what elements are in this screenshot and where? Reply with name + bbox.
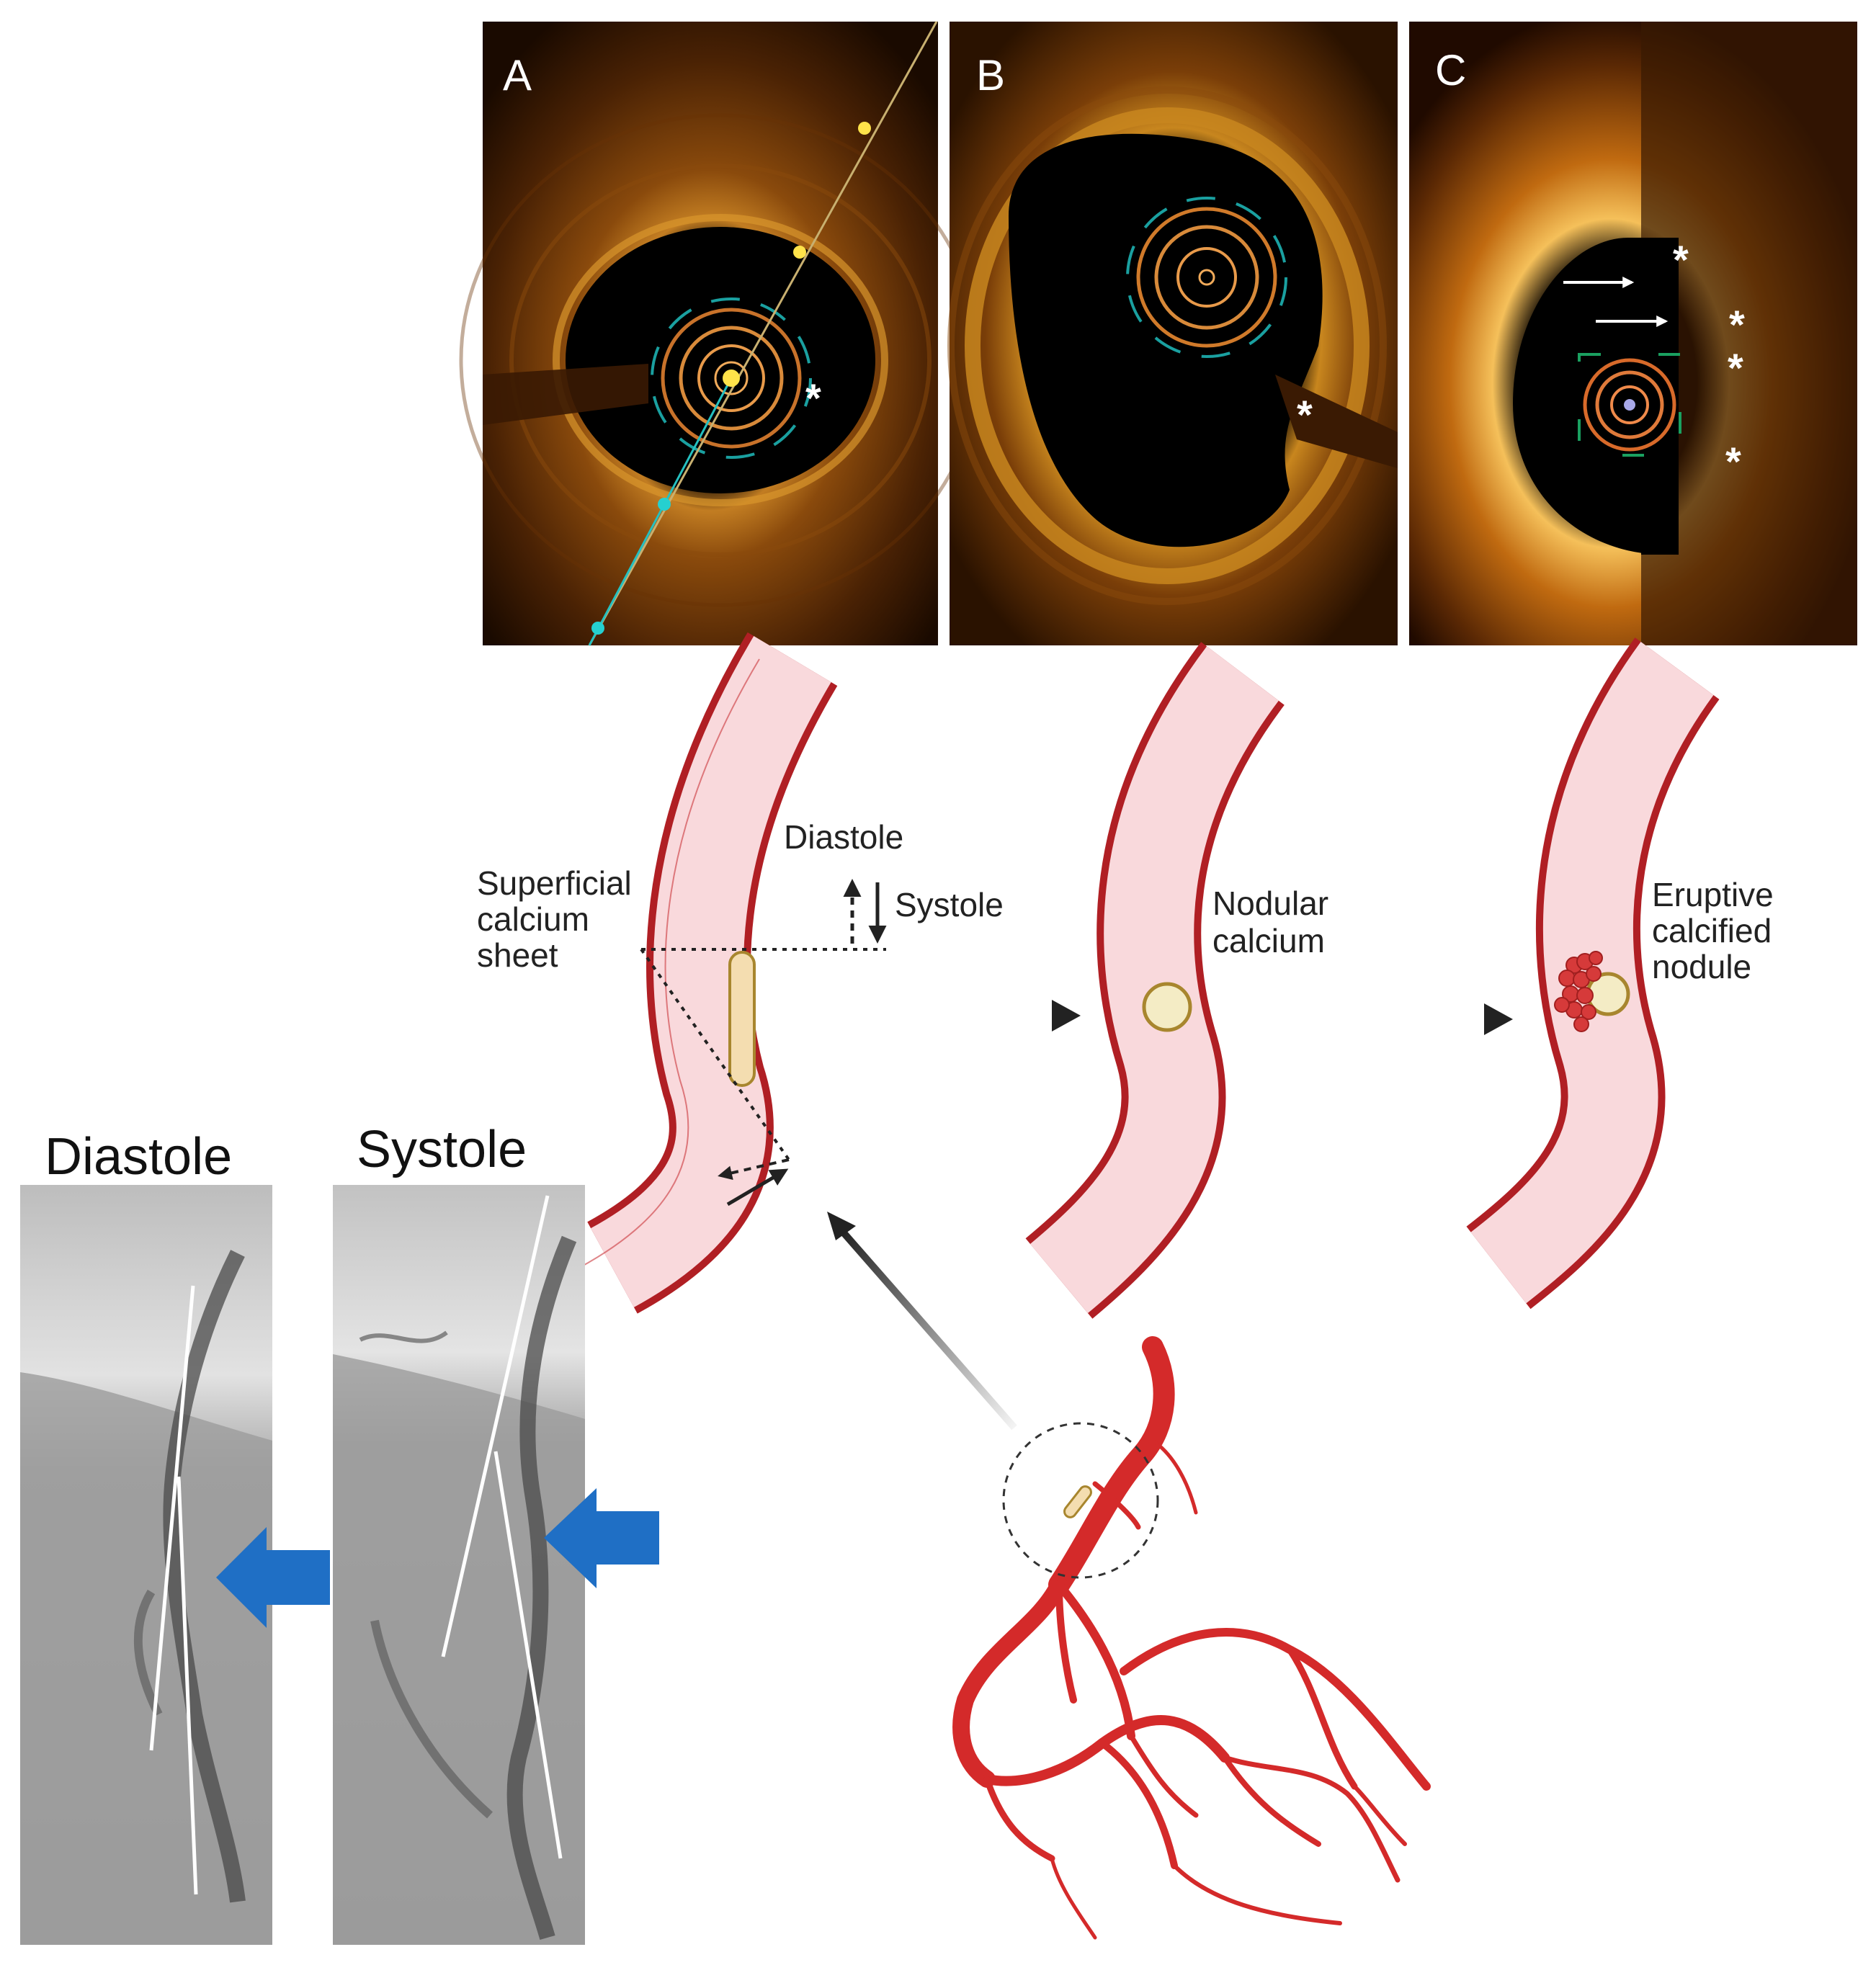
blue-arrow-systole bbox=[544, 1488, 659, 1588]
marker-dot-cyan-1 bbox=[658, 498, 671, 511]
tree-calcium bbox=[1063, 1485, 1092, 1518]
angio-line-s-2 bbox=[493, 1451, 563, 1859]
lumen-c bbox=[1513, 238, 1679, 555]
asterisk-c-1: * bbox=[1673, 237, 1689, 282]
marker-dot-yellow-3 bbox=[723, 370, 740, 387]
vessel-superficial bbox=[579, 632, 887, 1314]
vessel-eruptive bbox=[1466, 637, 1720, 1310]
lumen-a bbox=[566, 227, 875, 493]
asterisk-c-4: * bbox=[1725, 439, 1741, 484]
angio-title-diastole: Diastole bbox=[45, 1128, 232, 1186]
angio-title-systole: Systole bbox=[357, 1121, 527, 1178]
calcium-sheet bbox=[728, 951, 756, 1087]
asterisk-c-2: * bbox=[1729, 302, 1745, 347]
marker-dot-cyan-2 bbox=[591, 622, 604, 635]
label-superficial: Superficial calcium sheet bbox=[477, 864, 641, 974]
eruptive-cluster bbox=[1554, 951, 1603, 1032]
angio-line-s-1 bbox=[441, 1195, 550, 1657]
arrow-tree-to-vessel bbox=[839, 1227, 1017, 1431]
angio-line-d-2 bbox=[177, 1476, 198, 1895]
asterisk-b: * bbox=[1297, 392, 1313, 437]
angio-diastole-panel bbox=[20, 1185, 330, 1945]
calcium-nodule bbox=[1142, 982, 1192, 1032]
label-nodular: Nodular calcium bbox=[1212, 885, 1338, 959]
label-systole-small: Systole bbox=[895, 886, 1004, 923]
angio-line-d-1 bbox=[149, 1285, 195, 1751]
measure-line-a bbox=[588, 21, 938, 646]
panel-letter-a: A bbox=[503, 51, 532, 99]
asterisk-a: * bbox=[805, 375, 821, 421]
marker-dot-yellow-1 bbox=[858, 122, 871, 135]
label-eruptive: Eruptive calcified nodule bbox=[1652, 876, 1783, 985]
oct-panel-b: * B bbox=[947, 22, 1398, 645]
label-diastole-small: Diastole bbox=[784, 818, 903, 856]
marker-dot-yellow-2 bbox=[793, 246, 806, 259]
oct-panel-c: * * * * C bbox=[1409, 22, 1857, 645]
vessel-nodular bbox=[1025, 642, 1285, 1319]
coronary-tree bbox=[952, 1336, 1431, 1940]
zoom-circle bbox=[1002, 1422, 1159, 1579]
asterisk-c-3: * bbox=[1728, 345, 1743, 390]
angio-systole-panel bbox=[333, 1185, 659, 1945]
lumen-b bbox=[1009, 133, 1323, 547]
panel-letter-b: B bbox=[976, 51, 1005, 99]
blue-arrow-diastole bbox=[216, 1527, 330, 1628]
dotted-line-diagonal bbox=[640, 948, 790, 1161]
oct-panel-a: * A bbox=[459, 21, 982, 646]
panel-letter-c: C bbox=[1435, 46, 1466, 94]
